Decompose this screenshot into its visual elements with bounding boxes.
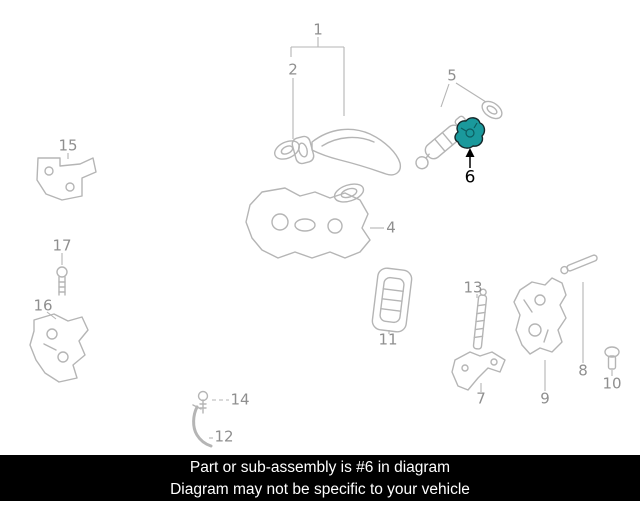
part-hinge-upper — [36, 157, 97, 201]
part-carrier-module — [245, 187, 371, 259]
callout-5: 5 — [447, 66, 457, 85]
info-banner: Part or sub-assembly is #6 in diagram Di… — [0, 455, 640, 501]
callout-14: 14 — [230, 390, 250, 409]
part-escutcheon-ring — [274, 140, 300, 160]
callout-13: 13 — [463, 278, 483, 297]
callout-16: 16 — [33, 296, 53, 315]
banner-line-2: Diagram may not be specific to your vehi… — [170, 480, 470, 498]
callout-12: 12 — [214, 427, 234, 446]
callout-11: 11 — [378, 330, 398, 349]
callout-2: 2 — [288, 60, 298, 79]
part-bolt — [56, 266, 68, 296]
part-striker-bracket — [451, 351, 506, 391]
part-hinge-lower — [29, 313, 89, 383]
part-inner-bezel — [371, 267, 413, 333]
callout-4: 4 — [386, 218, 396, 237]
leader-lines — [46, 37, 613, 439]
part-6-arrow — [465, 148, 475, 168]
leader-1 — [290, 37, 345, 116]
callout-8: 8 — [578, 361, 588, 380]
part-rod-clip — [560, 254, 598, 275]
callout-6-highlighted: 6 — [464, 167, 476, 188]
part-handle-gasket — [333, 183, 365, 203]
callout-10: 10 — [602, 374, 622, 393]
part-6-highlight — [454, 117, 486, 149]
part-lock-actuator — [513, 277, 567, 355]
callout-17: 17 — [52, 236, 72, 255]
diagram-artwork — [29, 37, 620, 448]
callout-15: 15 — [58, 136, 78, 155]
leader-5 — [440, 82, 487, 108]
part-link-rod — [472, 288, 488, 350]
part-bent-rod — [192, 404, 213, 448]
banner-line-1: Part or sub-assembly is #6 in diagram — [189, 458, 451, 476]
callout-1: 1 — [313, 20, 323, 39]
part-knob — [604, 346, 620, 370]
leader-16 — [46, 311, 57, 320]
part-screw — [197, 390, 209, 414]
part-door-handle — [291, 128, 402, 176]
callout-7: 7 — [476, 389, 486, 408]
callout-9: 9 — [540, 389, 550, 408]
